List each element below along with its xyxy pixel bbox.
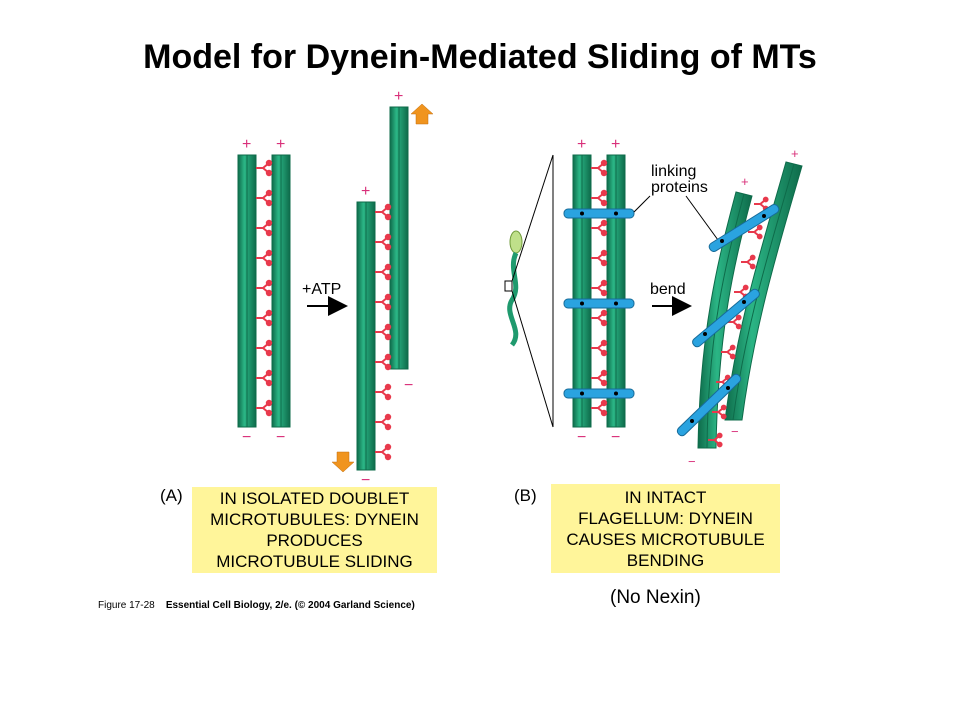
panel-b-caption: IN INTACT FLAGELLUM: DYNEIN CAUSES MICRO… — [551, 484, 780, 573]
dynein-arm — [591, 249, 608, 267]
svg-text:−: − — [361, 472, 370, 489]
svg-text:+: + — [741, 174, 749, 189]
plus-sign: + — [276, 136, 285, 153]
dynein-arm — [375, 263, 392, 281]
dynein-arm — [256, 249, 273, 267]
svg-text:+: + — [361, 183, 370, 200]
panel-a-before: + + − − — [237, 136, 291, 446]
dynein-arm — [375, 353, 392, 371]
dynein-arm — [712, 404, 727, 420]
dynein-arm — [375, 203, 392, 221]
panel-a-caption: IN ISOLATED DOUBLET MICROTUBULES: DYNEIN… — [192, 487, 437, 573]
no-nexin-note: (No Nexin) — [610, 587, 701, 608]
minus-sign: − — [242, 429, 251, 446]
dynein-arm — [721, 344, 736, 360]
dynein-arms-b — [591, 159, 608, 417]
linking-proteins — [563, 208, 635, 399]
panel-b-label: (B) — [514, 486, 537, 505]
dynein-arm — [256, 309, 273, 327]
svg-text:−: − — [731, 424, 739, 439]
dynein-arm — [748, 224, 763, 240]
dynein-arm — [591, 309, 608, 327]
panel-b-bent: + + − − — [676, 146, 803, 469]
slide-up-arrow — [410, 103, 434, 125]
atp-arrow: +ATP — [302, 281, 348, 316]
dynein-arm — [375, 323, 392, 341]
dynein-arm — [256, 189, 273, 207]
dynein-arm — [591, 189, 608, 207]
svg-text:+: + — [394, 88, 403, 105]
dynein-arm — [375, 383, 392, 401]
dynein-arm — [375, 293, 392, 311]
dynein-arm — [256, 339, 273, 357]
minus-sign: − — [276, 429, 285, 446]
dynein-arm — [591, 369, 608, 387]
svg-text:−: − — [404, 377, 413, 394]
dynein-arm — [375, 413, 392, 431]
dynein-arm — [256, 369, 273, 387]
panel-a-caption-text: IN ISOLATED DOUBLET MICROTUBULES: DYNEIN… — [210, 489, 419, 571]
svg-text:−: − — [577, 429, 586, 446]
figure-credit: Figure 17-28 Essential Cell Biology, 2/e… — [98, 600, 415, 611]
dynein-arm — [256, 399, 273, 417]
linking-label-line1: linking — [651, 163, 696, 180]
flagellum-sketch — [504, 154, 554, 428]
dynein-arms-bent — [708, 196, 769, 448]
book-credit: Essential Cell Biology, 2/e. (© 2004 Gar… — [165, 600, 415, 611]
dynein-arms-a — [256, 159, 273, 417]
panel-b-caption-text: IN INTACT FLAGELLUM: DYNEIN CAUSES MICRO… — [566, 487, 765, 570]
dynein-arm — [375, 233, 392, 251]
bend-arrow: bend — [650, 281, 692, 316]
dynein-arm — [591, 159, 608, 177]
dynein-arm — [256, 219, 273, 237]
svg-text:bend: bend — [650, 281, 686, 298]
plus-sign: + — [242, 136, 251, 153]
panel-a-after: + + − − — [331, 88, 434, 489]
dynein-arm — [375, 443, 392, 461]
dynein-arm — [591, 279, 608, 297]
dynein-arm — [256, 279, 273, 297]
svg-text:+: + — [577, 136, 586, 153]
panel-b-straight: + + − − — [563, 136, 635, 446]
bent-linking-proteins — [676, 203, 780, 437]
svg-text:+: + — [791, 146, 799, 161]
page-title: Model for Dynein-Mediated Sliding of MTs — [143, 38, 817, 76]
dynein-arm — [741, 254, 756, 270]
linking-proteins-label: linking proteins — [633, 163, 719, 241]
svg-text:−: − — [611, 429, 620, 446]
slide-down-arrow — [331, 451, 355, 473]
svg-text:+: + — [611, 136, 620, 153]
svg-text:−: − — [688, 454, 696, 469]
dynein-arms-slid — [375, 203, 392, 461]
panel-a-label: (A) — [160, 486, 183, 505]
dynein-arm — [727, 314, 742, 330]
dynein-arm — [256, 159, 273, 177]
dynein-arm — [591, 339, 608, 357]
linking-label-line2: proteins — [651, 179, 708, 196]
svg-text:+ATP: +ATP — [302, 281, 341, 298]
dynein-arm — [591, 219, 608, 237]
dynein-arm — [708, 432, 723, 448]
figure-number: Figure 17-28 — [98, 600, 155, 611]
dynein-arm — [591, 399, 608, 417]
